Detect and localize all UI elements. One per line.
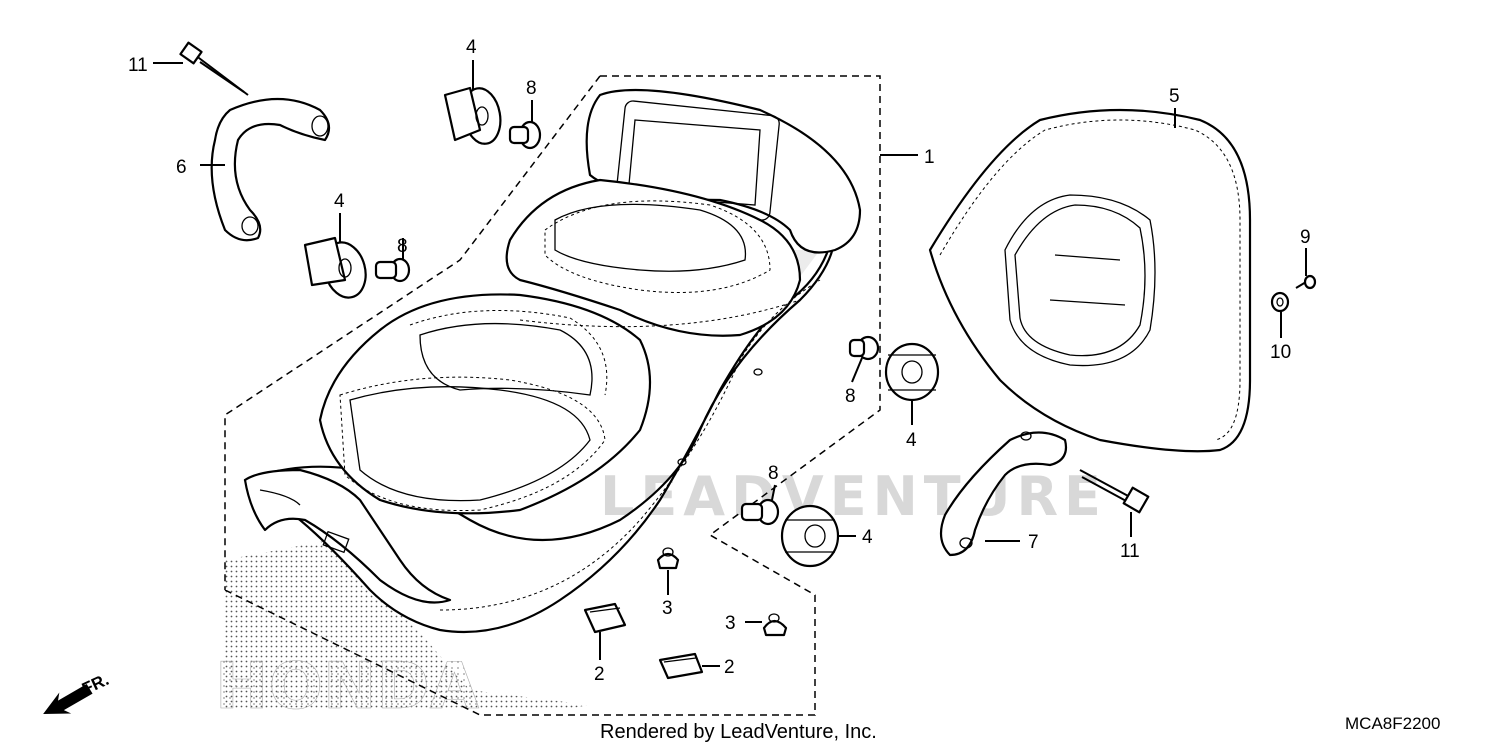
backrest bbox=[928, 108, 1252, 453]
callout-8d: 8 bbox=[768, 463, 779, 484]
honda-logo: HONDA bbox=[215, 540, 590, 724]
watermark-text: LEADVENTURE bbox=[600, 465, 1107, 528]
callout-6: 6 bbox=[176, 157, 187, 178]
knob-middle-right bbox=[884, 342, 940, 402]
clamp-upper bbox=[583, 602, 627, 634]
grab-handle-right bbox=[939, 431, 1068, 557]
bolt-lower-right bbox=[1079, 469, 1150, 514]
seat-assembly bbox=[243, 88, 862, 634]
knob-middle-left bbox=[303, 236, 367, 299]
callout-4a: 4 bbox=[466, 37, 477, 58]
callout-labels: 11 6 4 8 4 8 1 5 9 10 8 4 8 4 7 11 3 3 2… bbox=[128, 37, 1311, 685]
callout-11b: 11 bbox=[1120, 541, 1140, 562]
logo-text: HONDA bbox=[215, 650, 480, 724]
diagram-code: MCA8F2200 bbox=[1345, 714, 1440, 733]
callout-7: 7 bbox=[1028, 532, 1039, 553]
callout-4c: 4 bbox=[906, 430, 917, 451]
callout-2a: 2 bbox=[594, 664, 605, 685]
callout-9: 9 bbox=[1300, 227, 1311, 248]
callout-8c: 8 bbox=[845, 386, 856, 407]
washer-10 bbox=[1270, 291, 1290, 313]
callout-11a: 11 bbox=[128, 55, 148, 76]
callout-3a: 3 bbox=[662, 598, 673, 619]
assembly-boundary bbox=[224, 75, 881, 716]
callout-8b: 8 bbox=[397, 236, 408, 257]
callout-2b: 2 bbox=[724, 657, 735, 678]
callout-3b: 3 bbox=[725, 613, 736, 634]
callout-10: 10 bbox=[1270, 342, 1291, 363]
bolt-upper-left bbox=[179, 41, 249, 96]
front-direction-marker: FR. bbox=[43, 670, 112, 714]
grommet-middle-right bbox=[848, 335, 880, 361]
callout-8a: 8 bbox=[526, 78, 537, 99]
clip-upper bbox=[656, 547, 680, 570]
grommet-lower bbox=[740, 498, 780, 526]
knob-upper bbox=[443, 86, 502, 145]
clip-lower bbox=[762, 613, 788, 637]
leader-lines bbox=[153, 60, 1307, 667]
grab-handle-left bbox=[210, 97, 331, 242]
knob-lower bbox=[780, 504, 840, 568]
render-credit: Rendered by LeadVenture, Inc. bbox=[600, 721, 877, 743]
front-arrow-icon bbox=[43, 684, 93, 714]
callout-1: 1 bbox=[924, 147, 935, 168]
grommet-upper bbox=[508, 120, 542, 150]
screw-9 bbox=[1295, 274, 1317, 290]
clamp-lower bbox=[658, 652, 704, 680]
callout-5: 5 bbox=[1169, 86, 1180, 107]
grommet-middle-left bbox=[374, 257, 411, 283]
callout-4b: 4 bbox=[334, 191, 345, 212]
callout-4d: 4 bbox=[862, 527, 873, 548]
